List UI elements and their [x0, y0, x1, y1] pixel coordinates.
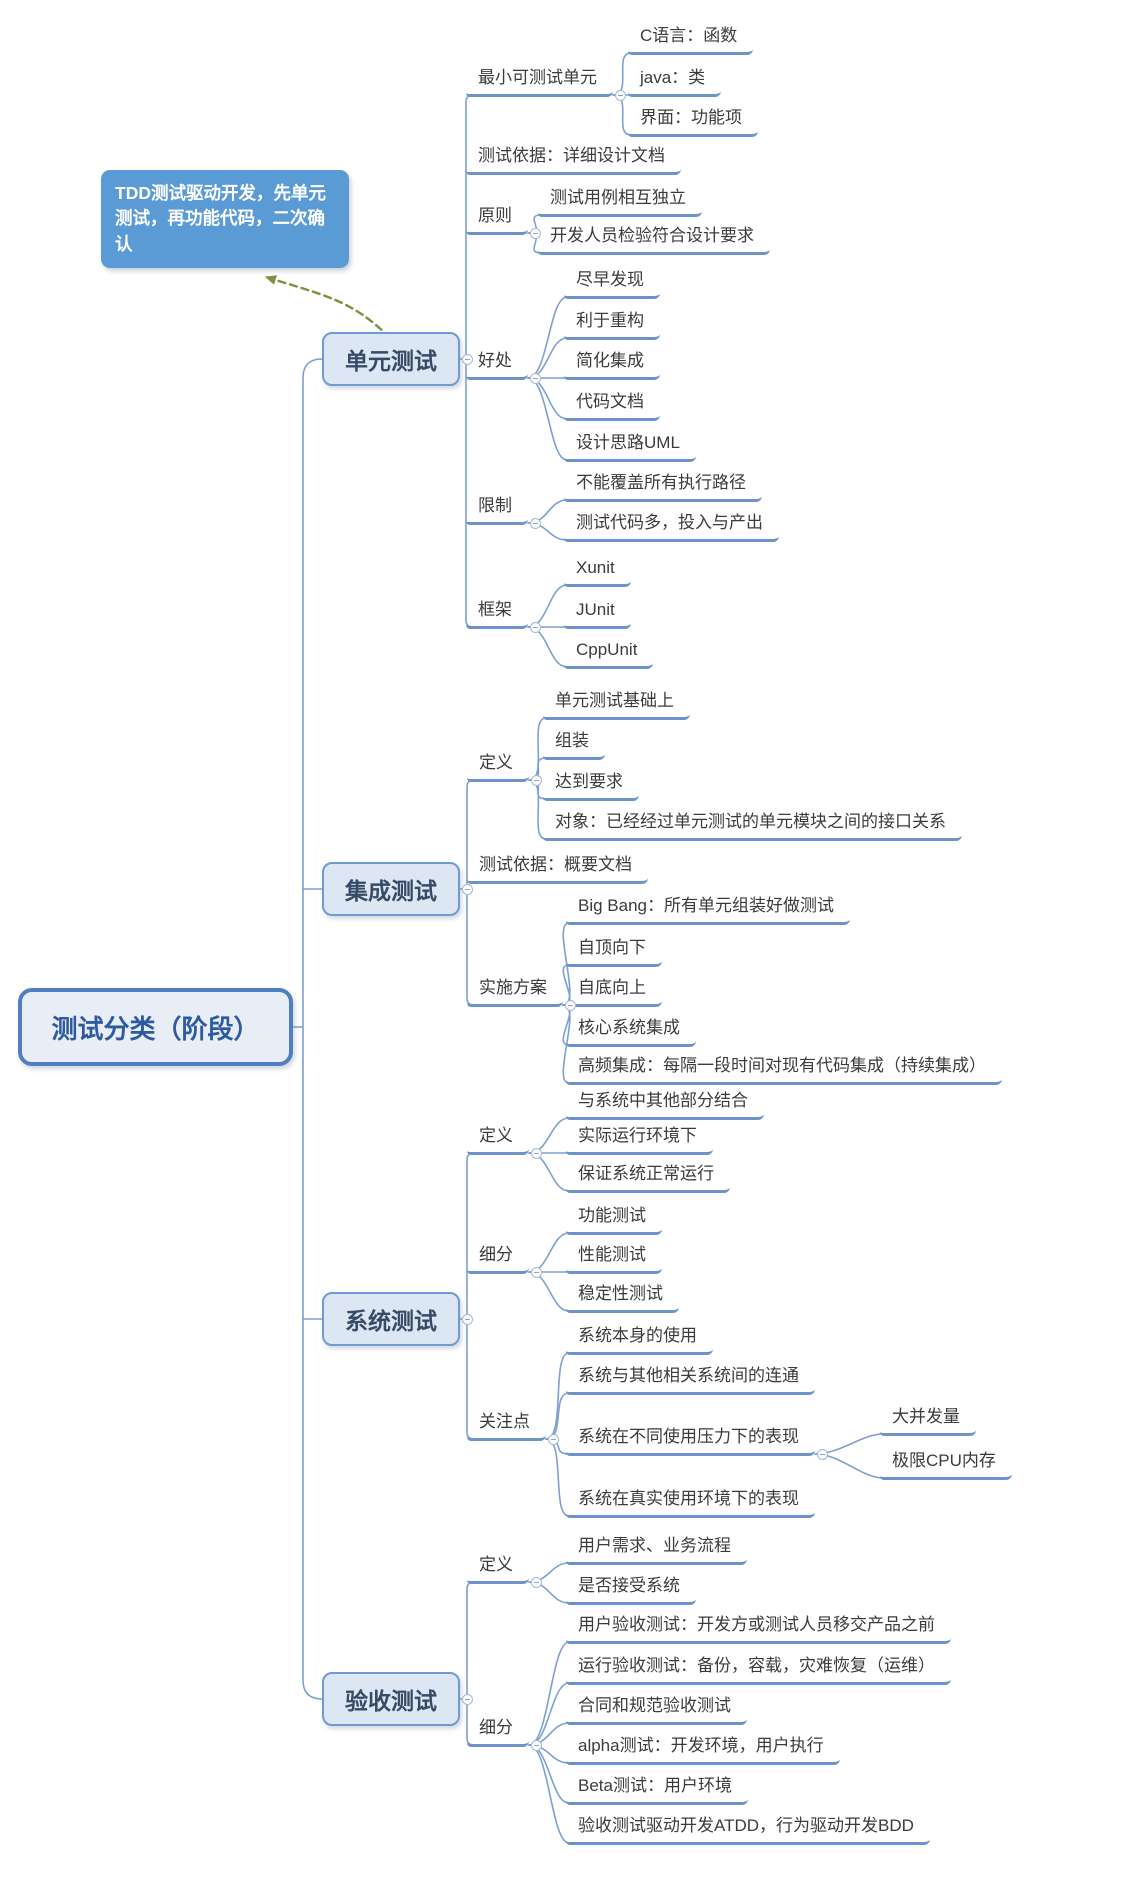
leaf-high-concurrency[interactable]: 大并发量	[880, 1405, 976, 1436]
topic-integration-test[interactable]: 集成测试	[322, 862, 460, 916]
leaf-real-usage-behavior[interactable]: 系统在真实使用环境下的表现	[566, 1487, 815, 1518]
leaf-assemble[interactable]: 组装	[543, 729, 605, 760]
leaf-case-independent[interactable]: 测试用例相互独立	[538, 186, 702, 217]
leaf-code-doc[interactable]: 代码文档	[564, 390, 660, 421]
node-sys-definition[interactable]: 定义	[467, 1124, 529, 1155]
collapse-icon[interactable]	[531, 775, 542, 786]
leaf-early-find[interactable]: 尽早发现	[564, 268, 660, 299]
leaf-stability-test[interactable]: 稳定性测试	[566, 1282, 679, 1313]
collapse-icon[interactable]	[531, 1148, 542, 1159]
leaf-meet-requirement[interactable]: 达到要求	[543, 770, 639, 801]
collapse-icon[interactable]	[817, 1449, 828, 1460]
leaf-connectivity[interactable]: 系统与其他相关系统间的连通	[566, 1364, 815, 1395]
leaf-user-acceptance[interactable]: 用户验收测试：开发方或测试人员移交产品之前	[566, 1613, 951, 1644]
leaf-frequent-integration[interactable]: 高频集成：每隔一段时间对现有代码集成（持续集成）	[566, 1054, 1002, 1085]
leaf-big-bang[interactable]: Big Bang：所有单元组装好做测试	[566, 894, 850, 925]
topic-label: 系统测试	[345, 1308, 437, 1334]
leaf-accept-system[interactable]: 是否接受系统	[566, 1574, 696, 1605]
leaf-system-itself[interactable]: 系统本身的使用	[566, 1324, 713, 1355]
collapse-icon[interactable]	[530, 518, 541, 529]
node-framework[interactable]: 框架	[466, 598, 528, 629]
leaf-bottom-up[interactable]: 自底向上	[566, 976, 662, 1007]
leaf-object-interface[interactable]: 对象：已经经过单元测试的单元模块之间的接口关系	[543, 810, 962, 841]
node-sys-focus[interactable]: 关注点	[467, 1410, 546, 1441]
leaf-contract-acceptance[interactable]: 合同和规范验收测试	[566, 1694, 747, 1725]
node-sys-subdivision[interactable]: 细分	[467, 1243, 529, 1274]
node-principle[interactable]: 原则	[466, 204, 528, 235]
topic-system-test[interactable]: 系统测试	[322, 1292, 460, 1346]
leaf-pressure-behavior[interactable]: 系统在不同使用压力下的表现	[566, 1425, 815, 1456]
node-acc-definition[interactable]: 定义	[467, 1553, 529, 1584]
collapse-icon[interactable]	[565, 1000, 576, 1011]
leaf-design-uml[interactable]: 设计思路UML	[564, 431, 696, 462]
leaf-cpu-memory-limit[interactable]: 极限CPU内存	[880, 1449, 1012, 1480]
collapse-icon[interactable]	[462, 1314, 473, 1325]
leaf-real-env[interactable]: 实际运行环境下	[566, 1124, 713, 1155]
leaf-ensure-run[interactable]: 保证系统正常运行	[566, 1162, 730, 1193]
node-int-definition[interactable]: 定义	[467, 751, 529, 782]
note-arrow	[264, 275, 392, 340]
leaf-on-unit-basis[interactable]: 单元测试基础上	[543, 689, 690, 720]
collapse-icon[interactable]	[531, 1267, 542, 1278]
node-limit[interactable]: 限制	[466, 494, 528, 525]
collapse-icon[interactable]	[462, 884, 473, 895]
node-int-plan[interactable]: 实施方案	[467, 976, 563, 1007]
leaf-xunit[interactable]: Xunit	[564, 556, 631, 587]
leaf-refactor[interactable]: 利于重构	[564, 309, 660, 340]
floating-note[interactable]: TDD测试驱动开发，先单元测试，再功能代码，二次确认	[101, 170, 349, 269]
node-min-testable-unit[interactable]: 最小可测试单元	[466, 66, 613, 97]
leaf-core-integration[interactable]: 核心系统集成	[566, 1016, 696, 1047]
leaf-alpha-test[interactable]: alpha测试：开发环境，用户执行	[566, 1734, 840, 1765]
leaf-functional-test[interactable]: 功能测试	[566, 1204, 662, 1235]
topic-acceptance-test[interactable]: 验收测试	[322, 1672, 460, 1726]
leaf-ui-item[interactable]: 界面：功能项	[628, 106, 758, 137]
node-acc-subdivision[interactable]: 细分	[467, 1716, 529, 1747]
leaf-performance-test[interactable]: 性能测试	[566, 1243, 662, 1274]
node-int-basis[interactable]: 测试依据：概要文档	[467, 853, 648, 884]
leaf-junit[interactable]: JUnit	[564, 598, 631, 629]
collapse-icon[interactable]	[531, 1740, 542, 1751]
collapse-icon[interactable]	[530, 228, 541, 239]
leaf-path-coverage[interactable]: 不能覆盖所有执行路径	[564, 471, 762, 502]
leaf-simplify-integration[interactable]: 简化集成	[564, 349, 660, 380]
leaf-top-down[interactable]: 自顶向下	[566, 936, 662, 967]
collapse-icon[interactable]	[531, 1577, 542, 1588]
topic-unit-test[interactable]: 单元测试	[322, 332, 460, 386]
leaf-dev-check[interactable]: 开发人员检验符合设计要求	[538, 224, 770, 255]
collapse-icon[interactable]	[530, 622, 541, 633]
collapse-icon[interactable]	[548, 1434, 559, 1445]
collapse-icon[interactable]	[530, 373, 541, 384]
collapse-icon[interactable]	[462, 354, 473, 365]
leaf-java-class[interactable]: java：类	[628, 66, 722, 97]
topic-label: 集成测试	[345, 878, 437, 904]
leaf-user-requirement[interactable]: 用户需求、业务流程	[566, 1534, 747, 1565]
node-benefit[interactable]: 好处	[466, 349, 528, 380]
leaf-operation-acceptance[interactable]: 运行验收测试：备份，容载，灾难恢复（运维）	[566, 1654, 951, 1685]
root-topic[interactable]: 测试分类（阶段）	[18, 988, 293, 1066]
topic-label: 验收测试	[345, 1688, 437, 1714]
node-unit-test-basis[interactable]: 测试依据：详细设计文档	[466, 144, 681, 175]
collapse-icon[interactable]	[462, 1694, 473, 1705]
leaf-cppunit[interactable]: CppUnit	[564, 638, 654, 669]
leaf-combine-others[interactable]: 与系统中其他部分结合	[566, 1089, 764, 1120]
root-topic-label: 测试分类（阶段）	[51, 1013, 260, 1044]
leaf-atdd-bdd[interactable]: 验收测试驱动开发ATDD，行为驱动开发BDD	[566, 1814, 930, 1845]
topic-label: 单元测试	[345, 348, 437, 374]
leaf-c-function[interactable]: C语言：函数	[628, 24, 754, 55]
collapse-icon[interactable]	[615, 90, 626, 101]
leaf-cost[interactable]: 测试代码多，投入与产出	[564, 511, 779, 542]
leaf-beta-test[interactable]: Beta测试：用户环境	[566, 1774, 748, 1805]
